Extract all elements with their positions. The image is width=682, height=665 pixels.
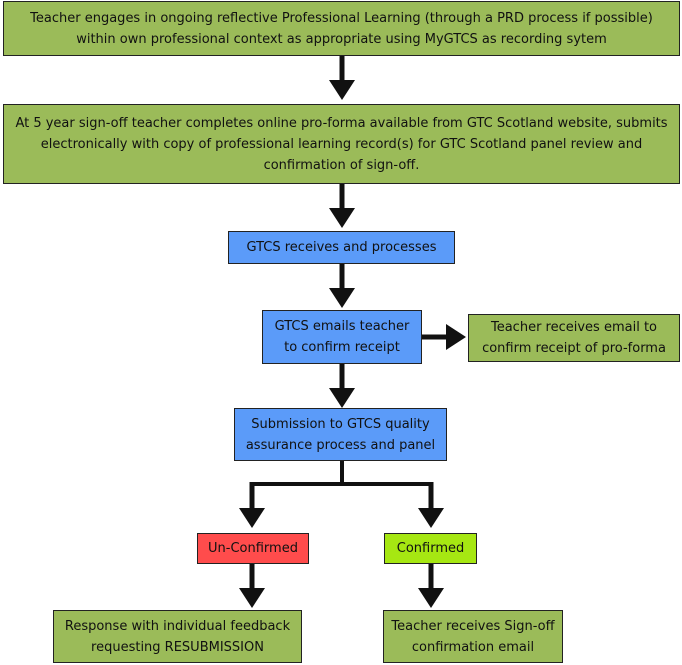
step-emails-text: GTCS emails teacher to confirm receipt xyxy=(274,319,410,355)
arrow-emails-to-teacher-email xyxy=(422,324,466,350)
step-submission-text: Submission to GTCS quality assurance pro… xyxy=(245,416,436,453)
step-receives-box: GTCS receives and processes xyxy=(228,231,455,264)
outcome-confirmed-box: Confirmed xyxy=(384,533,477,564)
step-signoff-box: At 5 year sign-off teacher completes onl… xyxy=(3,104,680,184)
arrow-emails-to-submission xyxy=(329,364,355,408)
outcome-unconfirmed-text: Un-Confirmed xyxy=(208,541,298,556)
arrow-confirmed-to-signoff-email xyxy=(418,564,444,608)
arrow-engage-to-signoff xyxy=(329,56,355,100)
step-emails-box: GTCS emails teacher to confirm receipt xyxy=(262,310,422,364)
arrow-submission-branches xyxy=(239,461,444,528)
step-signoff-email-box: Teacher receives Sign-off confirmation e… xyxy=(383,610,563,663)
step-teacher-email-text: Teacher receives email to confirm receip… xyxy=(482,320,666,356)
arrow-receives-to-emails xyxy=(329,264,355,308)
outcome-unconfirmed-box: Un-Confirmed xyxy=(197,533,309,564)
step-response-box: Response with individual feedback reques… xyxy=(53,610,302,663)
step-teacher-email-box: Teacher receives email to confirm receip… xyxy=(468,314,680,362)
outcome-confirmed-text: Confirmed xyxy=(396,541,465,556)
arrow-signoff-to-receives xyxy=(329,184,355,228)
step-engage-text: Teacher engages in ongoing reflective Pr… xyxy=(30,10,653,47)
step-receives-text: GTCS receives and processes xyxy=(246,240,437,255)
step-submission-box: Submission to GTCS quality assurance pro… xyxy=(234,408,447,461)
step-engage-box: Teacher engages in ongoing reflective Pr… xyxy=(3,1,680,56)
step-signoff-text: At 5 year sign-off teacher completes onl… xyxy=(15,115,668,173)
step-signoff-email-text: Teacher receives Sign-off confirmation e… xyxy=(391,618,555,655)
arrow-unconfirmed-to-response xyxy=(239,564,265,608)
step-response-text: Response with individual feedback reques… xyxy=(64,618,291,655)
